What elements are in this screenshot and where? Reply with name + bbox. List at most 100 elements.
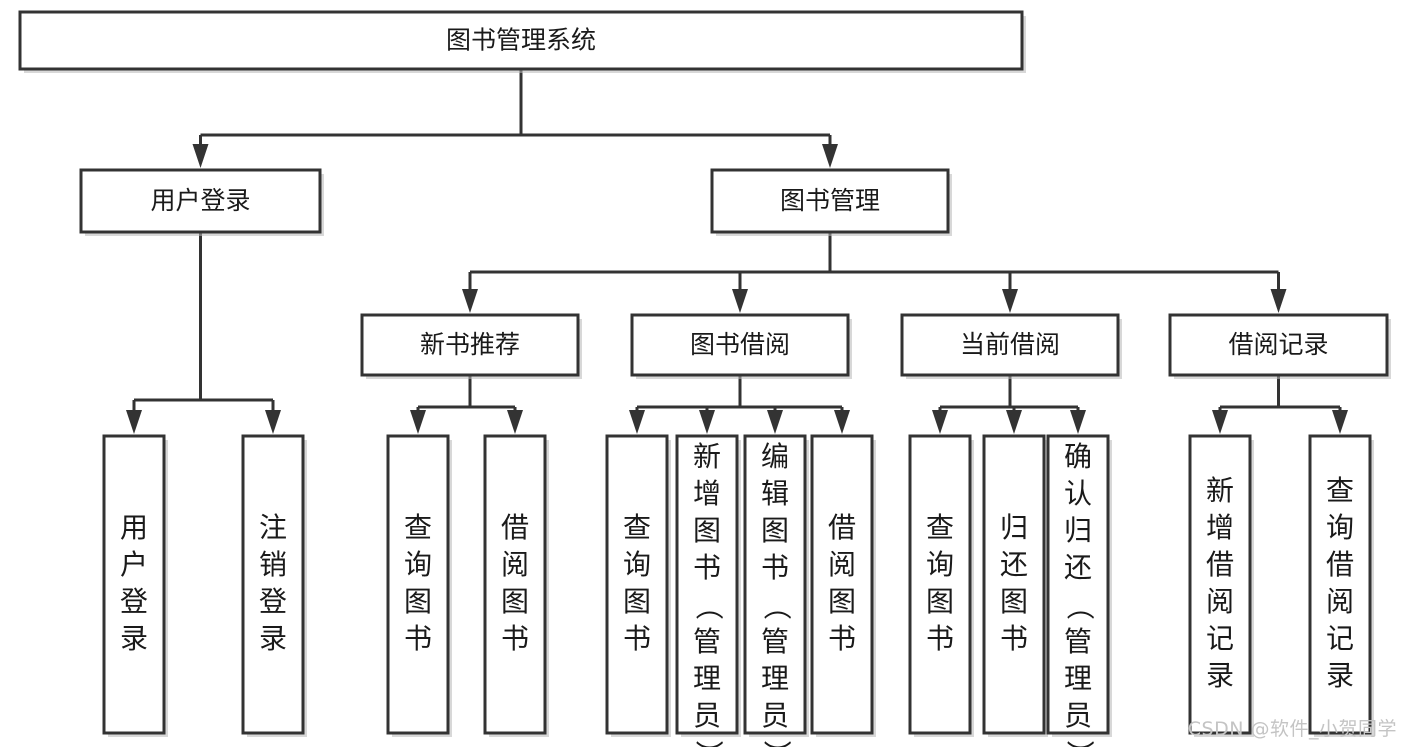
- svg-text:录: 录: [120, 622, 148, 655]
- node-rect: [18, 10, 1024, 71]
- svg-text:询: 询: [623, 548, 651, 581]
- svg-text:书: 书: [623, 622, 651, 655]
- svg-text:图: 图: [693, 514, 721, 547]
- node-rect: [908, 434, 972, 735]
- svg-text:图: 图: [926, 585, 954, 618]
- svg-text:图: 图: [828, 585, 856, 618]
- node-rect: [810, 434, 874, 735]
- arrow-head-icon: [932, 410, 948, 434]
- node-label: 用户登录: [120, 511, 148, 655]
- arrow-head-icon: [1002, 289, 1018, 313]
- svg-text:增: 增: [693, 477, 721, 510]
- svg-text:）: ）: [1063, 740, 1096, 747]
- svg-text:询: 询: [1326, 511, 1354, 544]
- arrow-head-icon: [732, 289, 748, 313]
- svg-text:图: 图: [761, 514, 789, 547]
- svg-text:书: 书: [693, 551, 721, 584]
- arrow-head-icon: [192, 144, 209, 168]
- node-rect: [360, 313, 580, 377]
- svg-text:（: （: [1063, 592, 1096, 620]
- node-rect: [79, 168, 322, 234]
- svg-text:书: 书: [1000, 622, 1028, 655]
- svg-text:借: 借: [501, 511, 529, 544]
- svg-text:新: 新: [693, 440, 721, 473]
- svg-text:用: 用: [120, 511, 148, 544]
- svg-text:阅: 阅: [1206, 585, 1234, 618]
- svg-text:）: ）: [760, 740, 793, 747]
- node-rect: [605, 434, 669, 735]
- svg-text:还: 还: [1000, 548, 1028, 581]
- svg-text:询: 询: [404, 548, 432, 581]
- edges-layer: [126, 69, 1348, 434]
- node-label: 图书管理系统: [446, 26, 596, 55]
- edge-group-book_manage: [462, 232, 1287, 313]
- edge-group-book_borrow: [629, 375, 850, 434]
- node-borrow-record[interactable]: 借阅记录: [1168, 313, 1391, 379]
- svg-text:理: 理: [761, 662, 789, 695]
- svg-text:查: 查: [926, 511, 954, 544]
- svg-text:归: 归: [1064, 514, 1092, 547]
- svg-text:编: 编: [761, 440, 789, 473]
- node-rect: [900, 313, 1120, 377]
- svg-text:辑: 辑: [761, 477, 789, 510]
- arrow-head-icon: [767, 410, 783, 434]
- arrow-head-icon: [629, 410, 645, 434]
- node-book-borrow[interactable]: 图书借阅: [630, 313, 852, 379]
- arrow-head-icon: [1006, 410, 1022, 434]
- arrow-head-icon: [1270, 289, 1287, 313]
- node-book-manage[interactable]: 图书管理: [710, 168, 952, 236]
- arrow-head-icon: [410, 410, 426, 434]
- node-root[interactable]: 图书管理系统: [18, 10, 1026, 73]
- node-leaf-user-login[interactable]: 用户登录: [102, 434, 168, 737]
- node-rect: [386, 434, 450, 735]
- svg-text:销: 销: [259, 548, 287, 581]
- arrow-head-icon: [834, 410, 850, 434]
- svg-text:还: 还: [1064, 551, 1092, 584]
- node-rect: [710, 168, 950, 234]
- edge-group-root: [192, 69, 838, 168]
- node-new-book-rec[interactable]: 新书推荐: [360, 313, 582, 379]
- svg-text:认: 认: [1064, 477, 1092, 510]
- svg-text:图: 图: [1000, 585, 1028, 618]
- svg-text:户: 户: [120, 548, 148, 581]
- svg-text:查: 查: [623, 511, 651, 544]
- node-label: 用户登录: [150, 186, 250, 215]
- svg-text:书: 书: [926, 622, 954, 655]
- node-rect: [1168, 313, 1389, 377]
- svg-text:借: 借: [1206, 548, 1234, 581]
- svg-text:管: 管: [761, 625, 789, 658]
- svg-text:员: 员: [761, 699, 789, 732]
- node-current-borrow[interactable]: 当前借阅: [900, 313, 1122, 379]
- node-user-login[interactable]: 用户登录: [79, 168, 324, 236]
- node-rect: [675, 434, 739, 735]
- node-label: 图书借阅: [690, 330, 790, 359]
- svg-text:员: 员: [693, 699, 721, 732]
- svg-text:（: （: [760, 592, 793, 620]
- svg-text:（: （: [692, 592, 725, 620]
- edge-group-current_borrow: [932, 375, 1086, 434]
- arrow-head-icon: [699, 410, 715, 434]
- svg-text:记: 记: [1326, 622, 1354, 655]
- svg-text:增: 增: [1206, 511, 1234, 544]
- svg-text:员: 员: [1064, 699, 1092, 732]
